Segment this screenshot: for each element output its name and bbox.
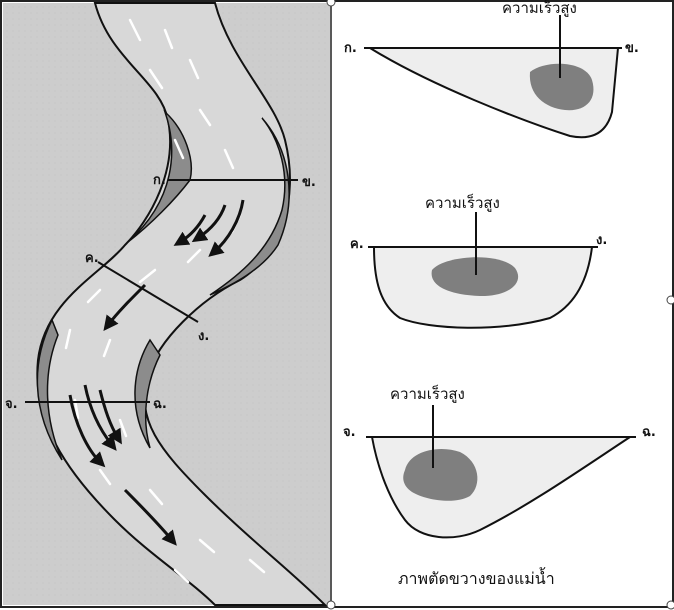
section-2-fast-zone [431,257,519,296]
section-1-right-label: ข. [625,41,639,56]
resize-handle-right[interactable] [666,295,674,305]
erosion-upper [209,117,290,296]
resize-handle-top[interactable] [326,0,336,7]
map-label-e: จ. [5,397,18,412]
section-3-right-label: ฉ. [642,425,656,440]
map-label-d: ง. [198,329,209,344]
section-1-left-label: ก. [344,41,357,56]
section-1-fast-zone [529,63,594,111]
cross-section-1: ความเร็วสูง ก. ข. [344,0,639,139]
flow-arrows [68,199,245,546]
deposit-lower [134,338,161,449]
section-2-right-label: ง. [596,233,607,248]
section-1-velocity-label: ความเร็วสูง [502,0,577,17]
deposit-upper [127,109,192,243]
map-label-a: ก. [153,173,166,188]
figure-caption: ภาพตัดขวางของแม่น้ำ [398,567,555,588]
erosion-lower [36,318,63,461]
map-label-f: ฉ. [153,397,167,412]
cross-section-2: ความเร็วสูง ค. ง. [350,193,607,329]
resize-handle-bottom[interactable] [326,600,336,610]
map-label-b: ข. [302,175,316,190]
map-label-c: ค. [85,251,99,266]
section-3-fast-zone [403,449,478,501]
resize-handle-bottom-right[interactable] [666,600,674,610]
section-2-velocity-label: ความเร็วสูง [425,193,500,212]
section-3-velocity-label: ความเร็วสูง [390,384,465,403]
river-plan-view: ก. ข. ค. ง. จ. ฉ. [3,1,330,606]
cross-section-3: ความเร็วสูง จ. ฉ. [343,384,656,539]
section-3-left-label: จ. [343,425,356,440]
section-2-left-label: ค. [350,237,364,252]
section-line-c-d [97,261,199,323]
